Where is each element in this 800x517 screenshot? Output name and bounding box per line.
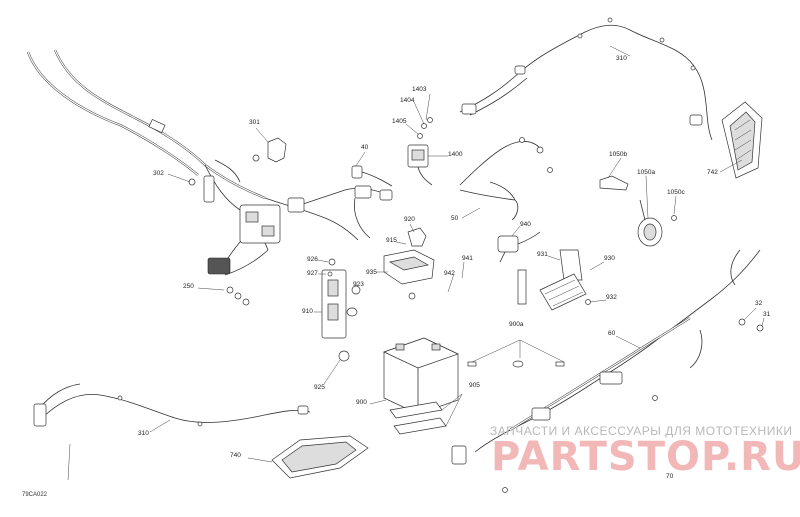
connector-250	[226, 286, 250, 306]
callout-301: 301	[249, 119, 260, 126]
callout-1404: 1404	[400, 97, 415, 104]
relay-1400	[407, 117, 433, 186]
callout-930: 930	[604, 255, 615, 262]
callout-920: 920	[404, 216, 415, 223]
bracket-301	[252, 137, 287, 163]
callout-1050a: 1050a	[637, 169, 656, 176]
callout-910: 910	[302, 308, 313, 315]
callout-40: 40	[361, 144, 369, 151]
battery-900	[383, 337, 459, 415]
callout-940: 940	[520, 221, 531, 228]
callout-935: 935	[366, 269, 377, 276]
callout-1050c: 1050c	[667, 189, 685, 196]
callout-932: 932	[606, 294, 617, 301]
callout-31: 31	[763, 311, 771, 318]
pads-905	[389, 393, 463, 435]
callout-70: 70	[666, 473, 674, 480]
watermark-logo: PARTSTOP.RU	[491, 434, 800, 480]
battery-bracket-910	[321, 258, 361, 362]
main-harness	[26, 49, 393, 276]
terminals-900a	[467, 339, 565, 368]
harness-60-70	[451, 249, 764, 493]
taillight-740	[271, 435, 369, 479]
callout-1405: 1405	[392, 118, 407, 125]
callout-1050b: 1050b	[609, 151, 628, 158]
headlight-742	[721, 101, 763, 179]
callout-942: 942	[444, 270, 455, 277]
callout-941: 941	[462, 255, 473, 262]
callout-905: 905	[469, 382, 480, 389]
callout-32: 32	[755, 300, 763, 307]
horn-1050	[599, 175, 677, 247]
callout-926: 926	[307, 256, 318, 263]
callout-302: 302	[153, 170, 164, 177]
callout-900: 900	[356, 399, 367, 406]
callout-1403: 1403	[412, 86, 427, 93]
callout-50: 50	[451, 215, 459, 222]
callout-1400: 1400	[448, 151, 463, 158]
harness-310-upper	[459, 17, 713, 141]
callout-915: 915	[386, 237, 397, 244]
regulator-930	[517, 249, 591, 311]
callout-900a: 900a	[509, 321, 524, 328]
parts-915-935	[383, 227, 435, 300]
callout-927: 927	[307, 270, 318, 277]
bracket-302	[188, 175, 215, 203]
callout-931: 931	[537, 251, 548, 258]
callout-925: 925	[314, 384, 325, 391]
callout-310-upper: 310	[616, 55, 627, 62]
part-40	[351, 165, 393, 187]
callout-742: 742	[707, 169, 718, 176]
callout-250: 250	[183, 283, 194, 290]
callout-923: 923	[353, 281, 364, 288]
harness-310-lower	[33, 383, 311, 427]
watermark-tagline: ЗАПЧАСТИ И АКСЕССУАРЫ ДЛЯ МОТОТЕХНИКИ	[490, 424, 793, 438]
callout-60: 60	[608, 330, 616, 337]
bracket-50	[459, 137, 553, 221]
sensor-940	[497, 231, 541, 263]
leader-lines	[67, 45, 765, 481]
diagram-code: 79CA022	[22, 492, 48, 498]
callout-310-lower: 310	[138, 430, 149, 437]
callout-740: 740	[230, 452, 241, 459]
